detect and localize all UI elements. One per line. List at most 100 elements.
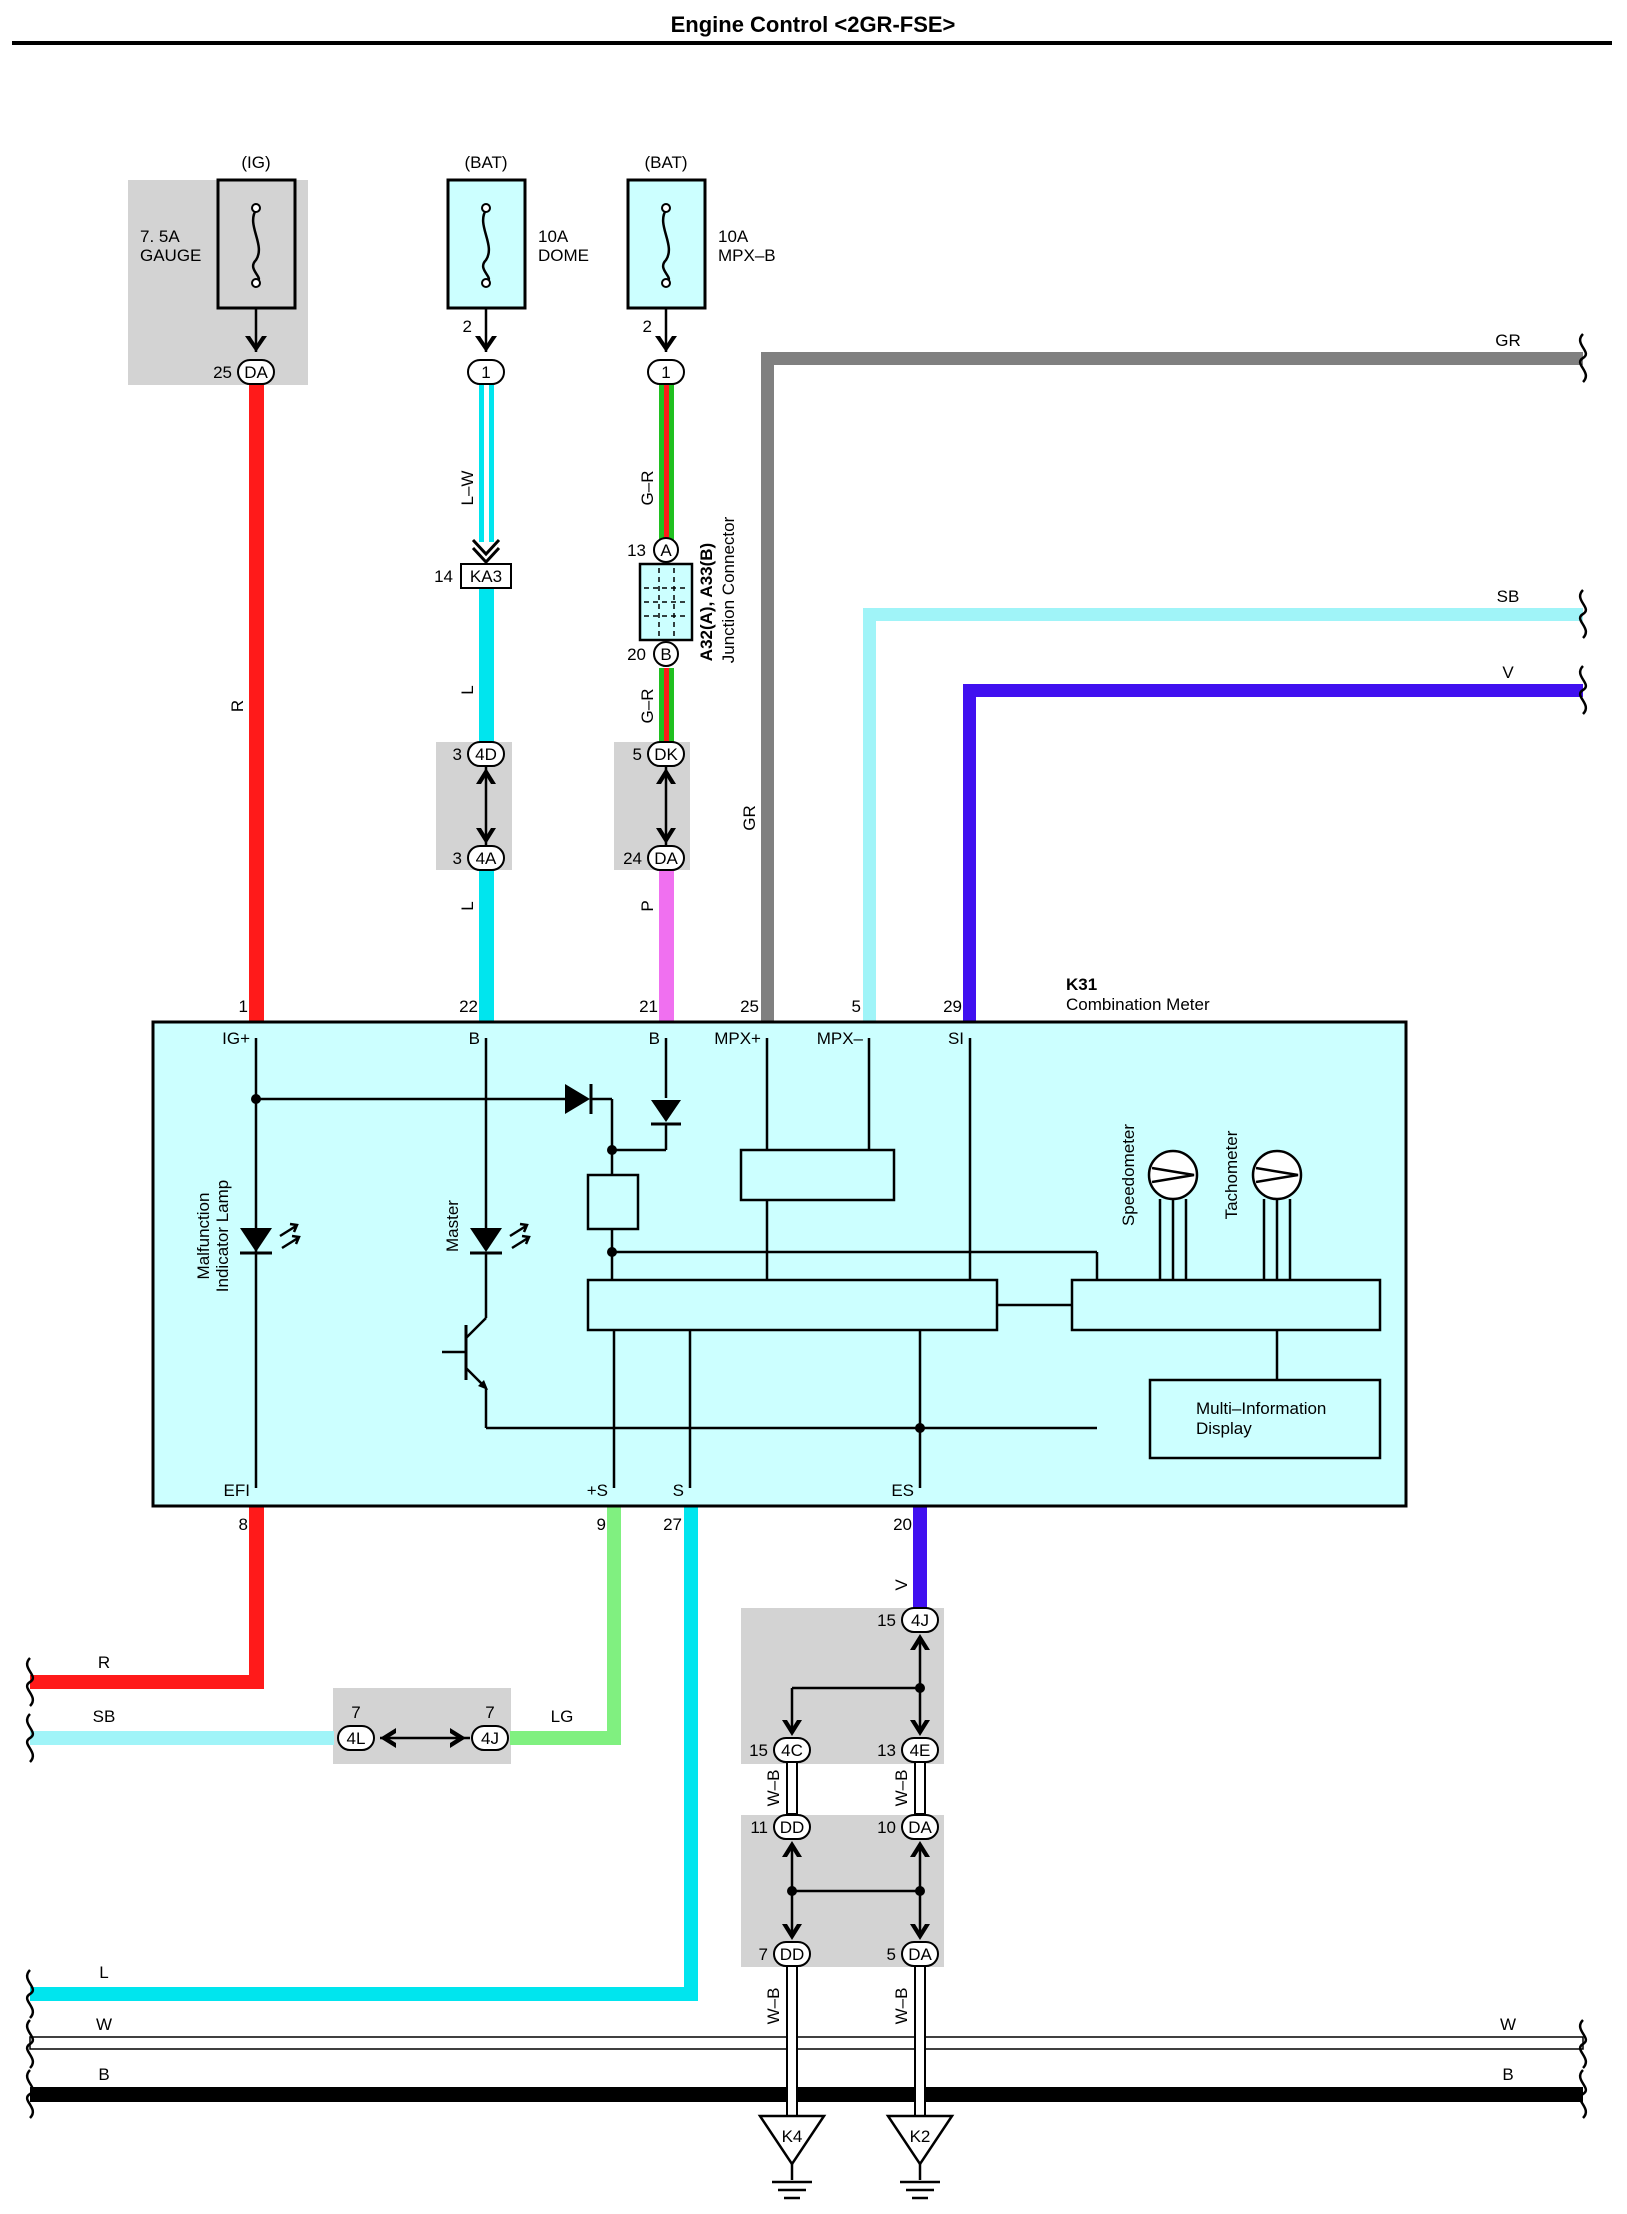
connector-dk-pin: 5 [633, 745, 642, 764]
connector-da-5: DA5 [887, 1924, 939, 1967]
wire-sb-left [30, 1731, 334, 1745]
meter-top-pin-num-1: 22 [459, 997, 478, 1016]
meter-top-pin-label-0: IG+ [222, 1029, 250, 1048]
junction-connector: A 13 B 20 A32(A), A33(B) Junction Connec… [627, 516, 738, 667]
fuse-mpxb: (BAT) 10A MPX–B [626, 153, 776, 310]
connector-da-gauge-pin: 25 [213, 363, 232, 382]
connector-4a-arrow-top [476, 828, 496, 844]
connector-4a-pin: 3 [453, 849, 462, 868]
meter-bottom-pin-label-0: EFI [224, 1481, 250, 1500]
connector-dk: DK 5 [633, 741, 685, 784]
connector-dk-label: DK [654, 745, 678, 764]
wire-l-s-vertical [684, 1505, 698, 2001]
junction-label-2: Junction Connector [719, 516, 738, 663]
connector-4j-7-arrow-left [450, 1728, 466, 1748]
wire-gr-lower-label: G–R [638, 689, 657, 724]
connector-da-10-arrow-bottom [910, 1841, 930, 1857]
wire-lg-horizontal [510, 1731, 621, 1745]
connector-mpxb-1-shape [647, 359, 685, 385]
meter-top-pin-label-1: B [469, 1029, 480, 1048]
ka3-chevron-2 [471, 546, 501, 565]
master-led-ray-1 [509, 1222, 529, 1238]
wire-wb-label-3: W–B [764, 1988, 783, 2025]
wire-gr-upper-label: G–R [638, 471, 657, 506]
connector-da-gauge: DA 25 [213, 359, 275, 385]
meter-cpu-block [586, 1278, 999, 1332]
master-led-ray-2 [511, 1234, 531, 1250]
wire-l-mid-label: L [458, 685, 477, 694]
speedometer-label: Speedometer [1119, 1124, 1138, 1226]
meter-diode-2 [651, 1100, 681, 1122]
fuse-dome-box [446, 178, 527, 310]
meter-bottom-pin-num-2: 27 [663, 1515, 682, 1534]
fuse-gauge-symbol [251, 209, 261, 284]
connector-4j-15-label: 4J [911, 1611, 929, 1630]
connector-da-24-shape [647, 845, 685, 871]
tachometer-needle [1255, 1166, 1299, 1184]
junction-pin-a-circle [653, 537, 679, 563]
connector-4a: 4A3 [453, 828, 505, 871]
meter-name: Combination Meter [1066, 995, 1210, 1014]
wire-w-right-label: W [1500, 2015, 1516, 2034]
wire-wb-4e [914, 1761, 926, 1815]
connector-da-gauge-label: DA [244, 363, 268, 382]
break-v [1578, 665, 1588, 715]
transistor-emitter-arrow [478, 1380, 488, 1390]
connector-mpxb-1-label: 1 [661, 363, 670, 382]
meter-diode-1 [565, 1084, 590, 1114]
connector-4l-shape [337, 1725, 375, 1751]
meter-bottom-pin-label-2: S [673, 1481, 684, 1500]
wire-r-efi-horizontal [30, 1675, 264, 1689]
splice-4j-dot [915, 1683, 925, 1693]
connector-4c-label: 4C [781, 1741, 803, 1760]
wire-gr-lower-stripe [664, 668, 669, 752]
ground-k2-label: K2 [910, 2127, 931, 2146]
speedometer-needle [1151, 1166, 1195, 1184]
wire-l-mid [479, 588, 494, 752]
meter-top-pin-label-2: B [649, 1029, 660, 1048]
connector-ka3: KA3 14 [434, 538, 512, 589]
fuse-mpxb-term-bottom [661, 278, 671, 288]
fuse-dome-source: (BAT) [464, 153, 507, 172]
connector-da-24-arrow-top [656, 828, 676, 844]
master-led-icon [470, 1228, 502, 1252]
meter-top-pin-num-4: 5 [852, 997, 861, 1016]
splice-dd-dot [787, 1886, 797, 1896]
connector-da-24-label: DA [654, 849, 678, 868]
connector-4e-shape [901, 1737, 939, 1763]
wire-sb-vertical [863, 608, 876, 1022]
tachometer-label: Tachometer [1222, 1130, 1241, 1219]
fuse-dome-arrow [475, 336, 497, 352]
wire-wb-label-4: W–B [892, 1988, 911, 2025]
ground-k2: K2 [885, 2114, 955, 2200]
wire-v-vertical [963, 684, 976, 1022]
break-w-right [1578, 2019, 1588, 2069]
meter-top-pin-num-2: 21 [639, 997, 658, 1016]
wire-r-top-label: R [228, 700, 247, 712]
ka3-pin: 14 [434, 567, 453, 586]
wire-sb-left-label: SB [93, 1707, 116, 1726]
meter-regulator-box [586, 1173, 640, 1231]
wire-v-es [913, 1505, 927, 1609]
wire-l-low [479, 860, 494, 1022]
connector-4l-arrow-right [380, 1728, 396, 1748]
meter-id: K31 [1066, 975, 1097, 994]
fuse-mpxb-arrow [655, 336, 677, 352]
mid-label-1: Multi–Information [1196, 1399, 1326, 1418]
meter-top-pin-label-4: MPX– [817, 1029, 864, 1048]
splice-da-dot [915, 1886, 925, 1896]
connector-4l-label: 4L [347, 1729, 366, 1748]
connector-4d-shape [467, 741, 505, 767]
junction-pin-b-name: B [660, 645, 671, 664]
connector-4l-pin: 7 [351, 1703, 360, 1722]
wire-b-right-label: B [1502, 2065, 1513, 2084]
fuse-mpxb-name: MPX–B [718, 246, 776, 265]
connector-4e-pin: 13 [877, 1741, 896, 1760]
fuse-mpxb-source: (BAT) [644, 153, 687, 172]
junction-label-1: A32(A), A33(B) [697, 543, 716, 661]
fuse-gauge-source: (IG) [241, 153, 270, 172]
fuse-mpxb-rating: 10A [718, 227, 749, 246]
